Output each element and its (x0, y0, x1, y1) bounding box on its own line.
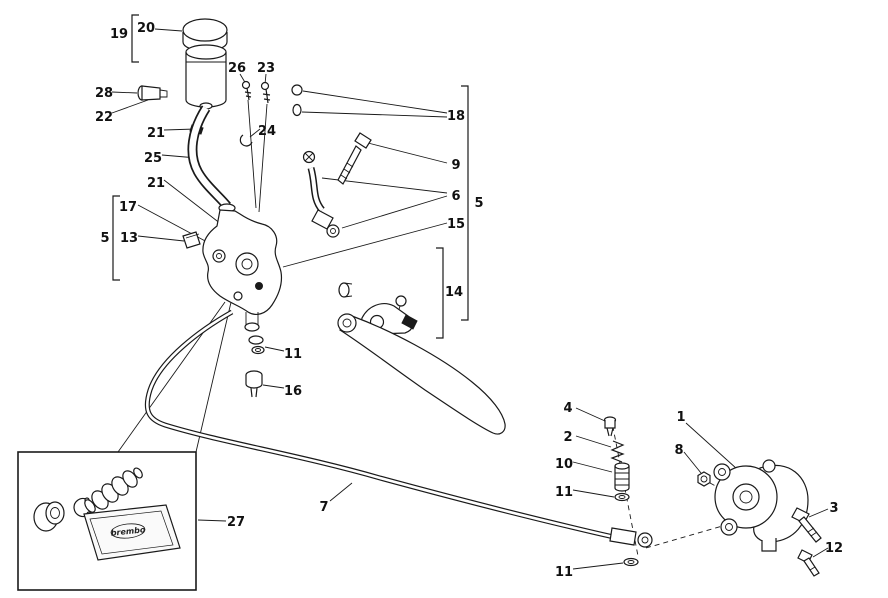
callout-11-bottom: 11 (555, 565, 573, 580)
bracket-14 (436, 247, 444, 339)
callout-26: 26 (228, 61, 246, 76)
callout-22: 22 (95, 110, 113, 125)
callout-9: 9 (451, 158, 460, 173)
callout-28: 28 (95, 86, 113, 101)
callout-15: 15 (447, 217, 465, 232)
pivot-bushing-15 (338, 282, 353, 298)
bolt-9 (337, 132, 372, 185)
callout-12: 12 (825, 541, 843, 556)
callout-11-mid: 11 (555, 485, 573, 500)
callout-20: 20 (137, 21, 155, 36)
callout-4: 4 (563, 401, 572, 416)
callout-7: 7 (319, 500, 328, 515)
callout-17: 17 (119, 200, 137, 215)
callout-2: 2 (563, 430, 572, 445)
callout-24: 24 (258, 124, 276, 139)
bolt-3 (791, 507, 822, 543)
callout-23: 23 (257, 61, 275, 76)
clutch-pipe-6 (302, 150, 340, 238)
bolt-16 (245, 370, 263, 398)
clutch-hose (144, 309, 629, 543)
callout-1: 1 (676, 410, 685, 425)
reservoir-fitting (137, 85, 168, 101)
fluid-reservoir (185, 44, 227, 110)
piston-10 (614, 462, 630, 492)
bracket-19 (131, 14, 139, 63)
callout-5-left: 5 (100, 231, 109, 246)
callout-21-upper: 21 (147, 126, 165, 141)
callout-10: 10 (555, 457, 573, 472)
callout-19: 19 (110, 27, 128, 42)
callout-25: 25 (144, 151, 162, 166)
clip-24 (239, 134, 253, 147)
leader-lines (111, 28, 829, 570)
bracket-5-left (112, 195, 120, 281)
callout-21-lower: 21 (147, 176, 165, 191)
spring-pin-13 (182, 231, 201, 249)
circlip (73, 497, 89, 518)
nut-8 (697, 471, 711, 487)
callout-18: 18 (447, 109, 465, 124)
callout-11-pump: 11 (284, 347, 302, 362)
clutch-lever (337, 313, 506, 435)
hose-banjo-end (609, 527, 653, 548)
slave-cylinder-body (713, 459, 809, 552)
boot-bellows (84, 467, 143, 513)
pivot-ball-and-pin (291, 84, 303, 117)
bracket-5-right (461, 85, 469, 321)
bolt-12 (797, 549, 820, 577)
kit-card: brembo (83, 504, 181, 561)
group-brackets (112, 14, 469, 339)
callout-27: 27 (227, 515, 245, 530)
washer-11-lower (623, 557, 639, 567)
master-cylinder-body (202, 203, 283, 332)
callout-3: 3 (829, 501, 838, 516)
callout-5-right: 5 (474, 196, 483, 211)
spring-2 (610, 440, 625, 463)
callout-labels: 19 20 26 23 28 22 21 25 21 17 5 13 18 24… (95, 21, 843, 580)
seal-kit-box: brembo (17, 451, 197, 591)
washers-11 (248, 335, 265, 355)
callout-14: 14 (445, 285, 463, 300)
callout-8: 8 (674, 443, 683, 458)
kit-brand-text: brembo (110, 525, 146, 538)
reservoir-screws (241, 80, 271, 104)
reservoir-hose (187, 105, 231, 210)
callout-16: 16 (284, 384, 302, 399)
washer-11-upper (614, 492, 630, 502)
bleed-valve-4 (603, 416, 617, 437)
callout-6: 6 (451, 189, 460, 204)
callout-13: 13 (120, 231, 138, 246)
